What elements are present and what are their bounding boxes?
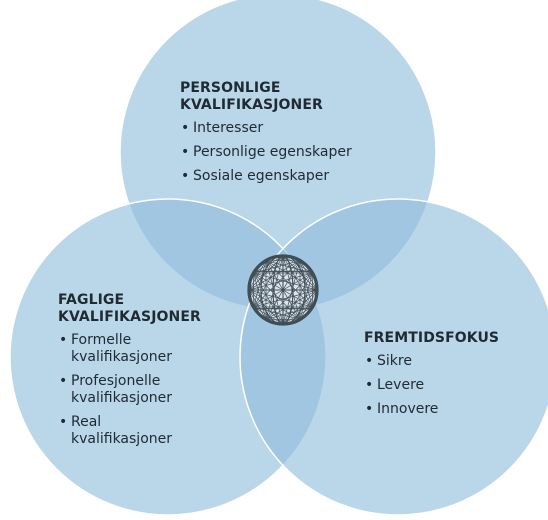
globe-chord [282,272,313,325]
fremtidsfokus-heading: FREMTIDSFOKUS [364,330,499,347]
personlige-heading: PERSONLIGE KVALIFIKASJONER [180,80,352,114]
heading-line: FREMTIDSFOKUS [364,330,500,346]
list-item: Real kvalifikasjoner [58,414,201,448]
fremtidsfokus-list: Sikre Levere Innovere [364,353,499,418]
item-line: Profesjonelle [71,373,161,389]
list-item: Profesjonelle kvalifikasjoner [58,373,201,407]
heading-line: PERSONLIGE [180,80,281,96]
item-line: Formelle [71,332,132,348]
globe-chord [248,272,313,291]
globe-chord [253,255,284,308]
globe-chord [248,260,267,291]
fremtidsfokus-block: FREMTIDSFOKUS Sikre Levere Innovere [364,330,499,425]
list-item: Personlige egenskaper [180,144,352,161]
globe-chord [248,289,313,308]
list-item: Sikre [364,353,499,370]
list-item: Formelle kvalifikasjoner [58,332,201,366]
personlige-block: PERSONLIGE KVALIFIKASJONER Interesser Pe… [180,80,352,192]
faglige-block: FAGLIGE KVALIFIKASJONER Formelle kvalifi… [58,292,201,455]
list-item: Interesser [180,120,352,137]
item-line: kvalifikasjoner [71,349,173,365]
globe-chord [253,289,318,308]
faglige-list: Formelle kvalifikasjoner Profesjonelle k… [58,332,201,448]
personlige-list: Interesser Personlige egenskaper Sosiale… [180,120,352,185]
list-item: Sosiale egenskaper [180,168,352,185]
heading-line: KVALIFIKASJONER [180,97,323,113]
heading-line: KVALIFIKASJONER [58,309,201,325]
list-item: Levere [364,377,499,394]
heading-line: FAGLIGE [58,292,125,308]
item-line: kvalifikasjoner [71,431,173,447]
globe-outline [247,254,319,326]
list-item: Innovere [364,401,499,418]
item-line: Real [71,414,102,430]
globe-chord [253,272,318,291]
globe-network-icon [247,254,319,326]
faglige-heading: FAGLIGE KVALIFIKASJONER [58,292,201,326]
item-line: kvalifikasjoner [71,390,173,406]
globe-chord [299,272,313,320]
